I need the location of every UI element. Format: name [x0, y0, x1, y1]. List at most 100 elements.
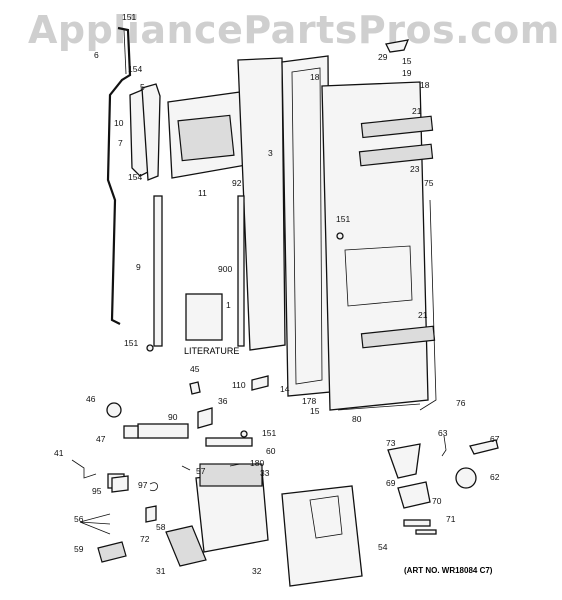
part-label: 18: [420, 80, 430, 90]
fastener-151: [336, 232, 344, 240]
part-label: 21: [418, 310, 428, 320]
part-label: 19: [402, 68, 412, 78]
door-frame-inner: [291, 67, 323, 385]
shelf-upper-2: [358, 143, 434, 167]
gasket-strip: [106, 26, 132, 325]
part-label: 154: [128, 64, 142, 74]
rod-part: [415, 529, 437, 535]
switch-knob: [106, 402, 122, 418]
part-label: 56: [74, 514, 84, 524]
chute: [387, 443, 421, 479]
side-rail: [419, 199, 437, 411]
part-label: 18: [310, 72, 320, 82]
door-liner: [321, 81, 429, 411]
liner-bin: [344, 245, 413, 307]
part-label: 60: [266, 446, 276, 456]
part-label: 54: [378, 542, 388, 552]
part-72: [145, 505, 157, 523]
part-label: 59: [74, 544, 84, 554]
part-label: 72: [140, 534, 150, 544]
part-label: 23: [410, 164, 420, 174]
part-label: 75: [424, 178, 434, 188]
part-label: 46: [86, 394, 96, 404]
fastener-151-mid: [240, 430, 248, 438]
dispenser-cover: [281, 485, 363, 587]
part-label: 7: [118, 138, 123, 148]
part-label: 47: [96, 434, 106, 444]
part-95: [111, 475, 129, 493]
part-label: 6: [94, 50, 99, 60]
part-label: 76: [456, 398, 466, 408]
part-label: 21: [412, 106, 422, 116]
fastener-151-low: [146, 344, 154, 352]
part-label: 63: [438, 428, 448, 438]
part-label: 90: [168, 412, 178, 422]
part-label: 57: [196, 466, 206, 476]
dispenser-top: [199, 463, 263, 487]
part-label: 32: [252, 566, 262, 576]
part-label: 31: [156, 566, 166, 576]
part-label: 67: [490, 434, 500, 444]
part-label: 900: [218, 264, 232, 274]
part-label: 33: [260, 468, 270, 478]
literature-label: LITERATURE: [184, 346, 240, 356]
part-label: 71: [446, 514, 456, 524]
handle-trim-2: [141, 83, 161, 181]
part-label: 10: [114, 118, 124, 128]
part-label: 5: [140, 82, 145, 92]
clip-41: [71, 459, 97, 479]
cap-110: [251, 375, 269, 391]
funnel-part: [397, 481, 431, 509]
part-label: 15: [402, 56, 412, 66]
part-57: [181, 465, 191, 471]
bottom-rail: [337, 403, 421, 411]
cap-45: [189, 381, 201, 395]
part-label: 3: [268, 148, 273, 158]
part-label: 97: [138, 480, 148, 490]
literature-booklet: [185, 293, 223, 341]
art-number: (ART NO. WR18084 C7): [404, 566, 493, 575]
part-label: 15: [310, 406, 320, 416]
control-board: [137, 423, 189, 439]
part-label: 1: [226, 300, 231, 310]
part-label: 151: [336, 214, 350, 224]
part-label: 41: [54, 448, 64, 458]
part-label: 11: [198, 188, 207, 198]
bracket-29: [385, 39, 410, 53]
part-label: 151: [262, 428, 276, 438]
part-label: 154: [128, 172, 142, 182]
dispenser-panel-window: [177, 114, 235, 162]
part-label: 14: [280, 384, 290, 394]
gasket-strip-inner: [123, 29, 127, 75]
part-label: 110: [232, 380, 246, 390]
part-label: 9: [136, 262, 141, 272]
part-180: [229, 463, 241, 467]
part-label: 95: [92, 486, 102, 496]
part-label: 151: [124, 338, 138, 348]
part-label: 58: [156, 522, 166, 532]
part-label: 180: [250, 458, 264, 468]
actuator: [123, 425, 139, 439]
part-label: 45: [190, 364, 200, 374]
part-97: [149, 482, 158, 492]
ring-seal: [455, 467, 477, 489]
switch-36: [197, 407, 213, 429]
part-label: 73: [386, 438, 396, 448]
spring-part: [441, 435, 447, 457]
part-label: 178: [302, 396, 316, 406]
support-bar: [237, 195, 245, 347]
part-label: 36: [218, 396, 228, 406]
watermark: AppliancePartsPros.com: [28, 8, 560, 52]
part-label: 62: [490, 472, 500, 482]
part-label: 80: [352, 414, 362, 424]
part-label: 70: [432, 496, 442, 506]
shelf-upper-1: [360, 115, 434, 139]
trim-strip: [153, 195, 163, 347]
door-outer-panel: [237, 57, 286, 351]
lines-56: [79, 513, 111, 535]
part-label: 29: [378, 52, 388, 62]
cover-recess: [309, 495, 343, 539]
